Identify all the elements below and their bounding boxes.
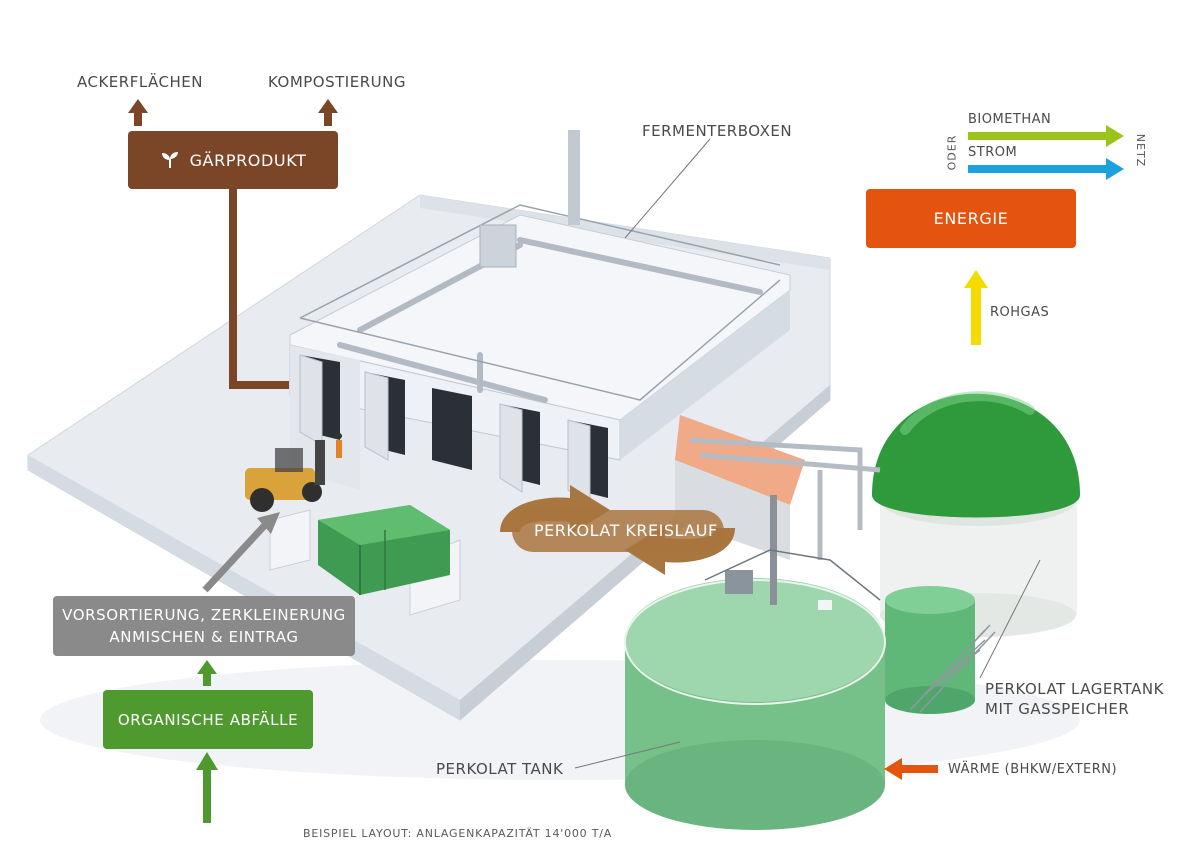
label-oder: ODER	[945, 134, 959, 171]
lime-arrow	[968, 125, 1124, 147]
energie-box: ENERGIE	[866, 189, 1076, 248]
blue-arrow	[968, 158, 1124, 180]
organische-abfaelle-box: ORGANISCHE ABFÄLLE	[103, 690, 313, 749]
organische-abfaelle-label: ORGANISCHE ABFÄLLE	[117, 710, 299, 729]
perkolat-kreislauf-label: PERKOLAT KREISLAUF	[534, 521, 718, 540]
fermenter-side-wall	[620, 290, 790, 460]
label-strom: STROM	[968, 145, 1018, 160]
inner-wall-left	[269, 509, 311, 571]
leader-lines	[574, 138, 1041, 769]
label-waerme: WÄRME (BHKW/EXTERN)	[948, 762, 1118, 777]
footer-note: BEISPIEL LAYOUT: ANLAGENKAPAZITÄT 14'000…	[303, 827, 613, 840]
sprout-icon	[160, 151, 180, 169]
wheel-loader	[245, 440, 325, 512]
vorsortierung-line-2: ANMISCHEN & EINTRAG	[109, 628, 299, 646]
process-piping	[689, 437, 881, 560]
vorsortierung-line-1: VORSORTIERUNG, ZERKLEINERUNG	[62, 606, 346, 624]
label-lagertank-2: MIT GASSPEICHER	[985, 700, 1130, 718]
back-wall	[420, 195, 830, 270]
mixer-unit	[318, 505, 450, 595]
green-arrows	[196, 660, 218, 823]
label-kompostierung: KOMPOSTIERUNG	[268, 73, 406, 91]
door-panels	[299, 354, 591, 503]
worker-figure	[336, 433, 342, 458]
grey-arrow	[202, 512, 280, 593]
label-netz: NETZ	[1134, 133, 1148, 168]
orange-arrow	[884, 758, 938, 780]
gaerprodukt-label: GÄRPRODUKT	[189, 150, 307, 170]
roof-railing	[299, 204, 781, 401]
percolate-tank	[624, 495, 886, 830]
small-tank	[885, 586, 975, 714]
yellow-arrow	[964, 270, 988, 345]
label-ackerflaechen: ACKERFLÄCHEN	[77, 73, 203, 91]
label-perkolat-tank: PERKOLAT TANK	[436, 760, 564, 778]
heat-unit-wall	[675, 460, 790, 560]
storage-tank-with-gas-holder	[872, 391, 1080, 637]
label-lagertank-1: PERKOLAT LAGERTANK	[985, 680, 1164, 698]
label-rohgas: ROHGAS	[990, 305, 1050, 320]
label-fermenterboxen: FERMENTERBOXEN	[642, 122, 793, 140]
tank-stairs	[909, 624, 996, 713]
vorsortierung-box: VORSORTIERUNG, ZERKLEINERUNG ANMISCHEN &…	[53, 596, 355, 656]
gaerprodukt-box: GÄRPRODUKT	[128, 131, 338, 189]
brown-arrows	[128, 99, 338, 389]
percolate-cycle-arrows	[500, 485, 735, 575]
tank-railing	[704, 549, 881, 601]
exhaust-chimney	[568, 130, 580, 225]
label-biomethan: BIOMETHAN	[968, 112, 1052, 127]
ventilation-unit	[479, 224, 517, 268]
energie-label: ENERGIE	[933, 209, 1009, 228]
